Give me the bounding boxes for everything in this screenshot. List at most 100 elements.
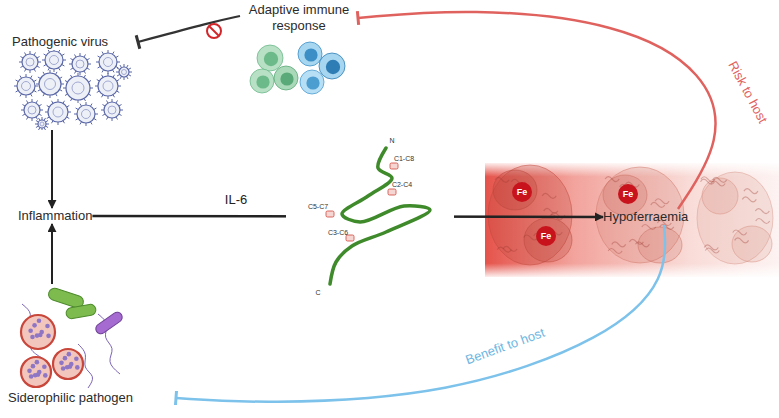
protein-helix	[495, 177, 509, 182]
virus-particle	[38, 120, 46, 128]
protein-helix	[660, 224, 674, 229]
protein-domain	[493, 170, 537, 210]
virus-particle	[22, 54, 38, 70]
intracellular-bacterium	[42, 364, 47, 369]
infected-cell	[53, 349, 83, 379]
cell-nucleus	[280, 72, 293, 85]
hepcidin-molecule	[286, 128, 454, 306]
residue-label: N	[389, 137, 394, 144]
virus-particle	[99, 53, 117, 71]
virus-particle	[17, 77, 35, 95]
inhibition-curve	[138, 16, 240, 42]
illustrated-node: Adaptive immune response	[240, 2, 358, 96]
protein-helix	[544, 208, 558, 213]
virus-core	[53, 107, 63, 117]
virus-core	[122, 70, 127, 75]
virus-core	[50, 56, 59, 65]
intracellular-bacterium	[32, 323, 37, 328]
bacterium-rod	[65, 303, 96, 319]
virus-particle	[45, 51, 63, 69]
intracellular-bacterium	[29, 374, 34, 379]
prohibition-symbol	[207, 24, 221, 38]
protein-helix	[612, 242, 626, 247]
intracellular-bacterium	[30, 335, 35, 340]
protein-helix	[642, 224, 656, 229]
infected-cell	[21, 357, 51, 387]
protein-domain	[524, 218, 572, 262]
virus-particle	[39, 73, 61, 95]
immune-cell	[257, 45, 283, 71]
immune-cell	[319, 53, 345, 79]
virus-particle	[119, 67, 129, 77]
intracellular-bacterium	[46, 334, 51, 339]
virus-particle	[24, 102, 40, 118]
protein-helix	[655, 199, 669, 204]
node-label: Inflammation	[18, 208, 92, 224]
transferrin-proteins	[488, 165, 773, 265]
immune-cell	[250, 69, 274, 93]
protein-domain	[732, 226, 772, 262]
virus-core	[45, 79, 56, 90]
iron-atom	[512, 182, 532, 202]
intracellular-bacterium	[67, 352, 72, 357]
cell-nucleus	[326, 60, 340, 74]
protein-helix	[542, 193, 556, 198]
virus-core	[82, 110, 91, 119]
protein-helix	[735, 238, 749, 243]
intracellular-bacterium	[35, 360, 40, 365]
residue-label: C1-C8	[394, 155, 414, 162]
intracellular-bacterium	[65, 365, 70, 370]
protein-helix	[755, 209, 769, 214]
intracellular-bacterium	[74, 356, 79, 361]
iron-atom	[536, 226, 556, 246]
immune-cells	[244, 36, 354, 96]
hypoferraemia-band	[485, 163, 779, 277]
intracellular-bacterium	[28, 328, 33, 333]
flow-arrow	[51, 130, 53, 208]
protein-domain	[697, 172, 773, 264]
intracellular-bacterium	[59, 361, 64, 366]
protein-domain	[702, 178, 738, 214]
virus-core	[28, 106, 36, 114]
disulfide-bond	[390, 163, 398, 169]
disulfide-bond	[326, 211, 334, 217]
intracellular-bacterium	[35, 333, 40, 338]
protein-helix	[497, 247, 511, 252]
flow-arrow	[51, 224, 53, 284]
intracellular-bacterium	[45, 324, 50, 329]
node-label: Adaptive immune response	[240, 2, 358, 34]
iron-label: Fe	[517, 188, 528, 197]
edge-label: Benefit to host	[461, 324, 550, 369]
protein-domain	[638, 227, 682, 263]
cell-nucleus	[264, 52, 278, 66]
immune-cell	[298, 42, 322, 66]
virus-core	[104, 58, 113, 67]
intracellular-bacterium	[43, 373, 48, 378]
virus-core	[26, 58, 34, 66]
disulfide-bond	[346, 235, 354, 241]
protein-helix	[742, 197, 756, 202]
residue-label: C2-C4	[392, 181, 412, 188]
peptide-backbone	[330, 148, 430, 284]
virus-particle	[104, 102, 120, 118]
protein-helix	[635, 242, 649, 247]
protein-helix	[524, 235, 538, 240]
intracellular-bacterium	[31, 364, 36, 369]
cell-nucleus	[306, 76, 319, 89]
cell-nucleus	[256, 75, 269, 88]
bacterium-rod	[94, 310, 124, 335]
protein-helix	[704, 245, 718, 250]
band-fade	[485, 163, 779, 277]
residue-label: C	[315, 289, 320, 296]
intracellular-bacterium	[63, 356, 68, 361]
protein-helix	[713, 177, 727, 182]
illustrated-node: Pathogenic virus	[12, 34, 138, 130]
iron-label: Fe	[541, 232, 552, 241]
protein-helix	[651, 202, 665, 207]
text-node: Inflammation	[18, 208, 92, 224]
protein-helix	[744, 189, 758, 194]
node-label: Siderophilic pathogen	[8, 390, 176, 406]
intracellular-bacterium	[75, 365, 80, 370]
virus-core	[108, 106, 116, 114]
